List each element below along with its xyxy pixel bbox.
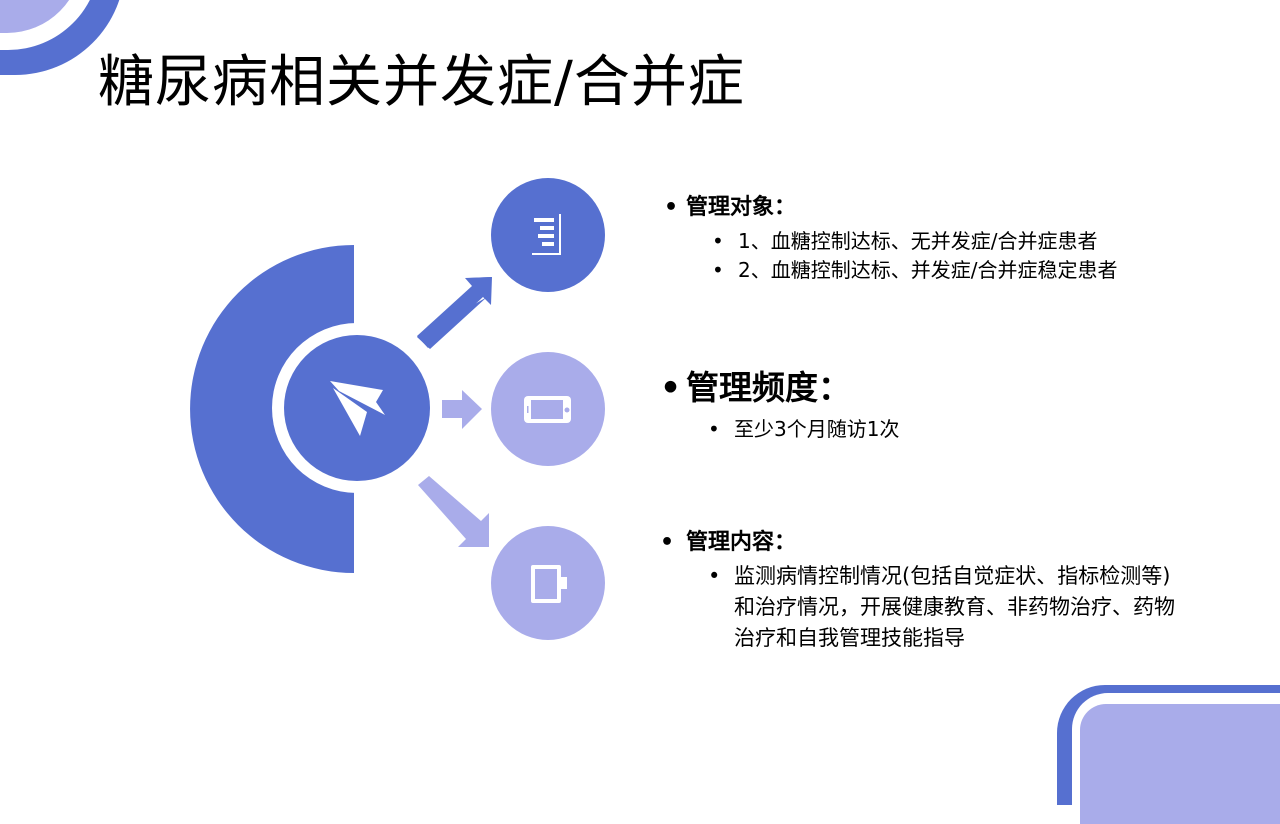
- bullet: •: [660, 530, 675, 555]
- phone-landscape-icon: [524, 396, 571, 423]
- corner-decoration-bottom-right-inner: [1080, 704, 1280, 824]
- bullet: •: [660, 368, 682, 407]
- sub-bullet: •: [712, 229, 724, 253]
- list-item-text: 至少3个月随访1次: [734, 417, 900, 441]
- tablet-portrait-icon: [531, 565, 567, 603]
- hub-diagram: [190, 178, 605, 640]
- heading-text: 管理内容：: [686, 530, 797, 555]
- sub-bullet: •: [708, 564, 721, 588]
- list-item-text: 1、血糖控制达标、无并发症/合并症患者: [738, 229, 1098, 253]
- section-list-frequency: • 至少3个月随访1次: [708, 415, 899, 444]
- list-item-text: 2、血糖控制达标、并发症/合并症稳定患者: [738, 258, 1118, 282]
- list-item: • 1、血糖控制达标、无并发症/合并症患者: [712, 227, 1117, 256]
- list-item: • 2、血糖控制达标、并发症/合并症稳定患者: [712, 256, 1117, 285]
- sub-bullet: •: [708, 417, 720, 441]
- section-heading-frequency: •管理频度：: [660, 367, 851, 409]
- arrow-right-icon: [442, 390, 482, 429]
- section-list-target: • 1、血糖控制达标、无并发症/合并症患者 • 2、血糖控制达标、并发症/合并症稳定…: [712, 227, 1117, 285]
- bar-list-icon: [532, 214, 561, 255]
- list-item: • 至少3个月随访1次: [708, 415, 899, 444]
- sub-bullet: •: [712, 258, 724, 282]
- section-heading-target: • 管理对象：: [664, 193, 796, 223]
- paper-plane-icon: [330, 381, 385, 436]
- list-item-text: 监测病情控制情况(包括自觉症状、指标检测等)和治疗情况，开展健康教育、非药物治疗…: [734, 564, 1175, 650]
- heading-text: 管理对象：: [686, 195, 797, 220]
- heading-text: 管理频度：: [686, 368, 851, 407]
- list-item: • 监测病情控制情况(包括自觉症状、指标检测等)和治疗情况，开展健康教育、非药物治…: [708, 561, 1188, 654]
- arrow-up-right-icon: [417, 277, 492, 349]
- section-list-content: • 监测病情控制情况(包括自觉症状、指标检测等)和治疗情况，开展健康教育、非药物治…: [708, 561, 1188, 654]
- slide-title: 糖尿病相关并发症/合并症: [98, 50, 745, 115]
- arrow-down-right-icon: [418, 476, 489, 547]
- bullet: •: [664, 195, 679, 220]
- section-heading-content: • 管理内容：: [660, 528, 796, 558]
